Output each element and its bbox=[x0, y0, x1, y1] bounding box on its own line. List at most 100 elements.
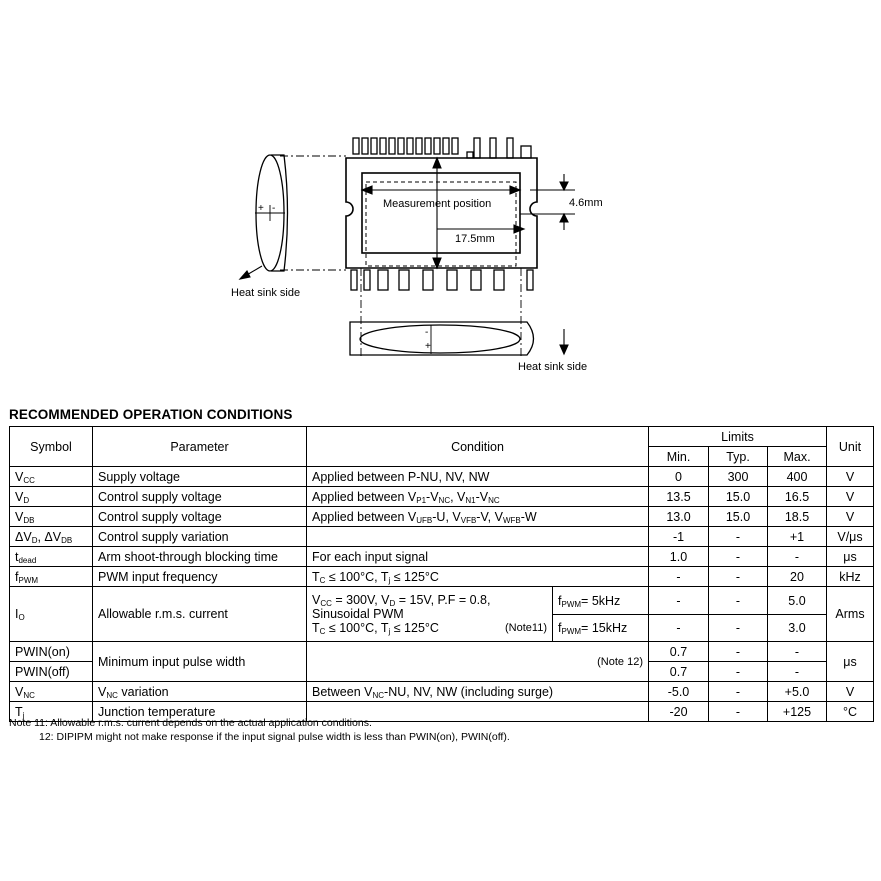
max-cell: +1 bbox=[767, 526, 827, 547]
footnotes: Note 11: Allowable r.m.s. current depend… bbox=[9, 716, 510, 744]
note-11: Note 11: Allowable r.m.s. current depend… bbox=[9, 717, 372, 729]
typ-cell: 15.0 bbox=[708, 506, 768, 527]
condition-cell: VCC = 300V, VD = 15V, P.F = 0.8, Sinusoi… bbox=[306, 586, 553, 642]
parameter-cell: PWM input frequency bbox=[92, 566, 307, 587]
unit-cell: V bbox=[826, 486, 874, 507]
table-row-vd: VD Control supply voltage Applied betwee… bbox=[9, 486, 874, 507]
typ-cell: - bbox=[708, 641, 768, 662]
condition-cell: (Note 12) bbox=[306, 641, 649, 682]
typ-cell: - bbox=[708, 546, 768, 567]
min-cell: -1 bbox=[648, 526, 709, 547]
note-12: 12: DIPIPM might not make response if th… bbox=[39, 731, 510, 743]
condition-cell: Between VNC-NU, NV, NW (including surge) bbox=[306, 681, 649, 702]
dim-17-5-label: 17.5mm bbox=[455, 233, 495, 245]
bottom-plus-sign: + bbox=[425, 341, 431, 352]
side-view-left bbox=[255, 154, 289, 272]
package-body bbox=[345, 157, 538, 269]
header-parameter: Parameter bbox=[92, 426, 307, 467]
symbol-cell: IO bbox=[9, 586, 93, 642]
typ-cell: - bbox=[708, 614, 768, 642]
dim-4-6-label: 4.6mm bbox=[569, 197, 603, 209]
table-row-pwin-on: PWIN(on) Minimum input pulse width (Note… bbox=[9, 641, 874, 682]
unit-cell: kHz bbox=[826, 566, 874, 587]
unit-cell: °C bbox=[826, 701, 874, 722]
max-cell: 20 bbox=[767, 566, 827, 587]
parameter-cell: Junction temperature bbox=[92, 701, 307, 722]
unit-cell: V bbox=[826, 506, 874, 527]
max-cell: 3.0 bbox=[767, 614, 827, 642]
header-typ: Typ. bbox=[708, 446, 768, 467]
note11-ref: (Note11) bbox=[505, 622, 547, 634]
typ-cell: - bbox=[708, 566, 768, 587]
typ-cell: - bbox=[708, 526, 768, 547]
table-row-pwin-off: PWIN(off) 0.7 - - bbox=[9, 661, 874, 682]
parameter-cell: Control supply variation bbox=[92, 526, 307, 547]
bottom-minus-sign: - bbox=[425, 327, 428, 338]
typ-cell: - bbox=[708, 661, 768, 682]
left-plus-sign: + bbox=[258, 203, 264, 214]
symbol-cell: ΔVD, ΔVDB bbox=[9, 526, 93, 547]
table-row-io-5khz: IO Allowable r.m.s. current VCC = 300V, … bbox=[9, 586, 874, 642]
dimension-arrows bbox=[360, 156, 575, 270]
parameter-cell: Supply voltage bbox=[92, 466, 307, 487]
typ-cell: 300 bbox=[708, 466, 768, 487]
parameter-cell: Control supply voltage bbox=[92, 506, 307, 527]
parameter-cell: Control supply voltage bbox=[92, 486, 307, 507]
min-cell: - bbox=[648, 566, 709, 587]
parameter-cell: Arm shoot-through blocking time bbox=[92, 546, 307, 567]
min-cell: 13.5 bbox=[648, 486, 709, 507]
heat-sink-left-label: Heat sink side bbox=[231, 287, 300, 299]
min-cell: - bbox=[648, 614, 709, 642]
symbol-cell: VD bbox=[9, 486, 93, 507]
min-cell: 0.7 bbox=[648, 641, 709, 662]
table-row-tdead: tdead Arm shoot-through blocking time Fo… bbox=[9, 546, 874, 567]
symbol-cell: PWIN(on) bbox=[9, 641, 93, 662]
header-unit: Unit bbox=[826, 426, 874, 467]
symbol-cell: VNC bbox=[9, 681, 93, 702]
min-cell: -5.0 bbox=[648, 681, 709, 702]
typ-cell: - bbox=[708, 701, 768, 722]
symbol-cell: VCC bbox=[9, 466, 93, 487]
condition-cell: Applied between VP1-VNC, VN1-VNC bbox=[306, 486, 649, 507]
min-cell: 0.7 bbox=[648, 661, 709, 682]
max-cell: 400 bbox=[767, 466, 827, 487]
top-pins bbox=[352, 137, 532, 159]
parameter-cell: Minimum input pulse width bbox=[92, 641, 307, 682]
table-row-vdb: VDB Control supply voltage Applied betwe… bbox=[9, 506, 874, 527]
max-cell: 5.0 bbox=[767, 586, 827, 615]
min-cell: 13.0 bbox=[648, 506, 709, 527]
condition-cell bbox=[306, 526, 649, 547]
parameter-cell: VNC variation bbox=[92, 681, 307, 702]
measurement-area bbox=[365, 181, 517, 267]
header-row-1: Symbol Parameter Condition Limits Unit bbox=[9, 426, 874, 467]
header-min: Min. bbox=[648, 446, 709, 467]
heat-sink-left-arrow bbox=[238, 265, 263, 280]
symbol-cell: fPWM bbox=[9, 566, 93, 587]
typ-cell: - bbox=[708, 681, 768, 702]
unit-cell: Arms bbox=[826, 586, 874, 642]
unit-cell: V bbox=[826, 681, 874, 702]
fpwm-15khz-cell: fPWM= 15kHz bbox=[552, 614, 649, 642]
left-minus-sign: - bbox=[272, 203, 275, 214]
header-limits: Limits bbox=[648, 426, 827, 447]
unit-cell: μs bbox=[826, 546, 874, 567]
symbol-cell: tdead bbox=[9, 546, 93, 567]
bottom-pins bbox=[350, 269, 534, 291]
package-measurement-diagram: Measurement position 17.5mm 4.6mm - + He… bbox=[231, 137, 603, 373]
measurement-position-label: Measurement position bbox=[383, 198, 491, 210]
fpwm-5khz-cell: fPWM= 5kHz bbox=[552, 586, 649, 615]
note12-ref: (Note 12) bbox=[597, 656, 643, 668]
header-row-2: Min. Typ. Max. bbox=[10, 446, 874, 467]
table-row-fpwm: fPWM PWM input frequency TC ≤ 100°C, Tj … bbox=[9, 566, 874, 587]
min-cell: 0 bbox=[648, 466, 709, 487]
max-cell: - bbox=[767, 546, 827, 567]
symbol-cell: PWIN(off) bbox=[9, 661, 93, 682]
min-cell: -20 bbox=[648, 701, 709, 722]
max-cell: - bbox=[767, 661, 827, 682]
max-cell: 18.5 bbox=[767, 506, 827, 527]
table-row-vnc: VNC VNC variation Between VNC-NU, NV, NW… bbox=[9, 681, 874, 702]
unit-cell: V bbox=[826, 466, 874, 487]
max-cell: - bbox=[767, 641, 827, 662]
table-row-delta-v: ΔVD, ΔVDB Control supply variation -1 - … bbox=[9, 526, 874, 547]
unit-cell: μs bbox=[826, 641, 874, 682]
